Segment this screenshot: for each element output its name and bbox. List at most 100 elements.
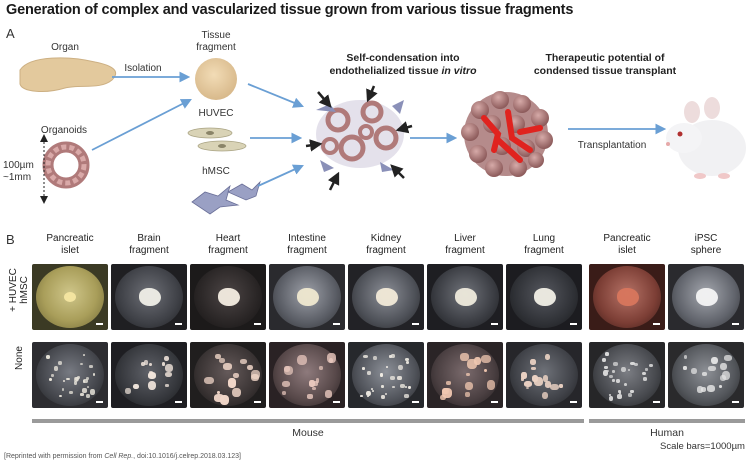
tissue-fragment-dot: [397, 375, 402, 380]
tissue-fragment-dot: [148, 371, 153, 375]
tissue-fragment-dot: [466, 372, 470, 377]
mouse-group-label: Mouse: [292, 427, 324, 439]
tissue-fragment-dot: [388, 354, 392, 358]
tissue-fragment-dot: [148, 362, 152, 367]
tissue-fragment-dot: [520, 372, 527, 379]
tissue-fragment-dot: [531, 367, 536, 371]
tissue-fragment-dot: [544, 381, 552, 388]
well-image-cocultured: [32, 264, 108, 330]
tissue-fragment-dot: [379, 373, 383, 377]
well-image-uncultured: [111, 342, 187, 408]
therapeutic-line2: condensed tissue transplant: [533, 65, 677, 77]
tissue-fragment-dot: [85, 377, 90, 380]
tissue-fragment-dot: [441, 388, 452, 398]
tissue-fragment-dot: [143, 360, 149, 365]
tissue-fragment-dot: [89, 389, 95, 395]
tissue-fragment-dot: [251, 374, 259, 382]
tissue-fragment-dot: [483, 368, 488, 373]
organoids-label: Organoids: [40, 125, 88, 136]
tissue-fragment-dot: [446, 381, 452, 385]
tissue-fragment-dot: [467, 358, 477, 370]
scale-bar-note: Scale bars=1000µm: [660, 441, 745, 452]
tissue-fragment-dot: [283, 365, 290, 372]
citation-journal: Cell Rep.: [104, 453, 134, 460]
tissue-fragment-dot: [683, 366, 688, 371]
huvec-label: HUVEC: [198, 108, 234, 119]
tissue-fragment-dot: [526, 387, 530, 390]
scale-bar: [732, 401, 739, 403]
tissue-fragment-dot: [465, 391, 470, 397]
tissue-fragment-dot: [619, 392, 622, 395]
tissue-fragment-dot: [627, 369, 630, 371]
tissue-fragment-dot: [602, 358, 607, 363]
tissue-fragment-dot: [367, 370, 372, 375]
scale-bar: [412, 323, 419, 325]
tissue-fragment-dot: [400, 384, 406, 388]
tissue-fragment-dot: [700, 387, 707, 392]
tissue-fragment-dot: [312, 387, 317, 391]
tissue-fragment-dot: [633, 362, 638, 366]
tissue-fragment-dot: [80, 363, 84, 366]
tissue-fragment-dot: [315, 378, 320, 383]
scale-bar: [254, 323, 261, 325]
well-image-uncultured: [506, 342, 582, 408]
tissue-fragment-dot: [233, 373, 240, 379]
condensed-tissue-blob: [139, 288, 161, 306]
citation-suffix: , doi:10.1016/j.celrep.2018.03.123]: [133, 453, 241, 460]
tissue-fragment-dot: [621, 366, 627, 373]
well-image-cocultured: [506, 264, 582, 330]
therapeutic-line1: Therapeutic potential of: [545, 52, 665, 64]
tissue-fragment-dot: [312, 380, 318, 386]
scale-bar: [412, 401, 419, 403]
tissue-fragment-dot: [66, 377, 70, 381]
tissue-fragment-dot: [147, 380, 157, 391]
tissue-fragment-dot: [165, 364, 174, 373]
tissue-fragment-dot: [480, 354, 491, 364]
condensed-tissue-blob: [297, 288, 319, 306]
tissue-fragment-dot: [53, 366, 58, 372]
condensed-tissue-blob: [218, 288, 240, 306]
tissue-fragment-dot: [398, 364, 404, 371]
tissue-fragment-dot: [531, 374, 539, 382]
mouse-icon: [666, 97, 746, 179]
tissue-fragment-dot: [615, 379, 620, 384]
tissue-fragment-dot: [232, 387, 241, 398]
tissue-fragment-dot: [73, 376, 78, 382]
tissue-fragment-dot: [51, 374, 55, 377]
tissue-fragment-dot: [645, 368, 648, 371]
condensed-tissue-blob: [534, 288, 556, 306]
tissue-fragment-dot: [69, 390, 73, 394]
transplantation-label: Transplantation: [577, 140, 647, 151]
tissue-fragment-dot: [723, 354, 732, 361]
therapeutic-heading: Therapeutic potential of condensed tissu…: [520, 52, 690, 78]
tissue-fragment-dot: [617, 390, 621, 393]
tissue-fragment-dot: [204, 376, 214, 385]
tissue-fragment-dot: [372, 355, 377, 361]
condensed-tissue-blob: [696, 288, 718, 306]
tissue-fragment-dot: [227, 378, 236, 388]
well-image-uncultured: [589, 342, 665, 408]
tissue-fragment-dot: [140, 361, 145, 367]
self-condensation-heading: Self-condensation into endothelialized t…: [318, 52, 488, 78]
panel-a-illustration: [19, 57, 746, 215]
condensed-tissue-blob: [376, 288, 398, 306]
figure-title: Generation of complex and vascularized t…: [6, 2, 574, 18]
tissue-fragment-dot: [213, 394, 224, 403]
column-header: iPSC sphere: [690, 233, 722, 256]
tissue-fragment-dot: [82, 387, 88, 393]
scale-bar: [333, 401, 340, 403]
tissue-fragment-dot: [325, 390, 333, 398]
scale-bar: [96, 401, 103, 403]
tissue-fragment-dot: [721, 370, 731, 381]
tissue-fragment-dot: [392, 385, 395, 388]
tissue-fragment-dot: [61, 388, 65, 391]
well-image-cocultured: [111, 264, 187, 330]
tissue-fragment-dot: [161, 361, 166, 366]
tissue-fragment-dot: [612, 379, 615, 383]
tissue-fragment-dot: [696, 386, 703, 393]
tissue-fragment-dot: [45, 354, 51, 359]
tissue-fragment-icon: [195, 58, 237, 100]
tissue-fragment-dot: [541, 391, 549, 400]
condensed-tissue-sphere: [461, 91, 553, 177]
tissue-fragment-label: Tissue fragment: [196, 30, 236, 53]
